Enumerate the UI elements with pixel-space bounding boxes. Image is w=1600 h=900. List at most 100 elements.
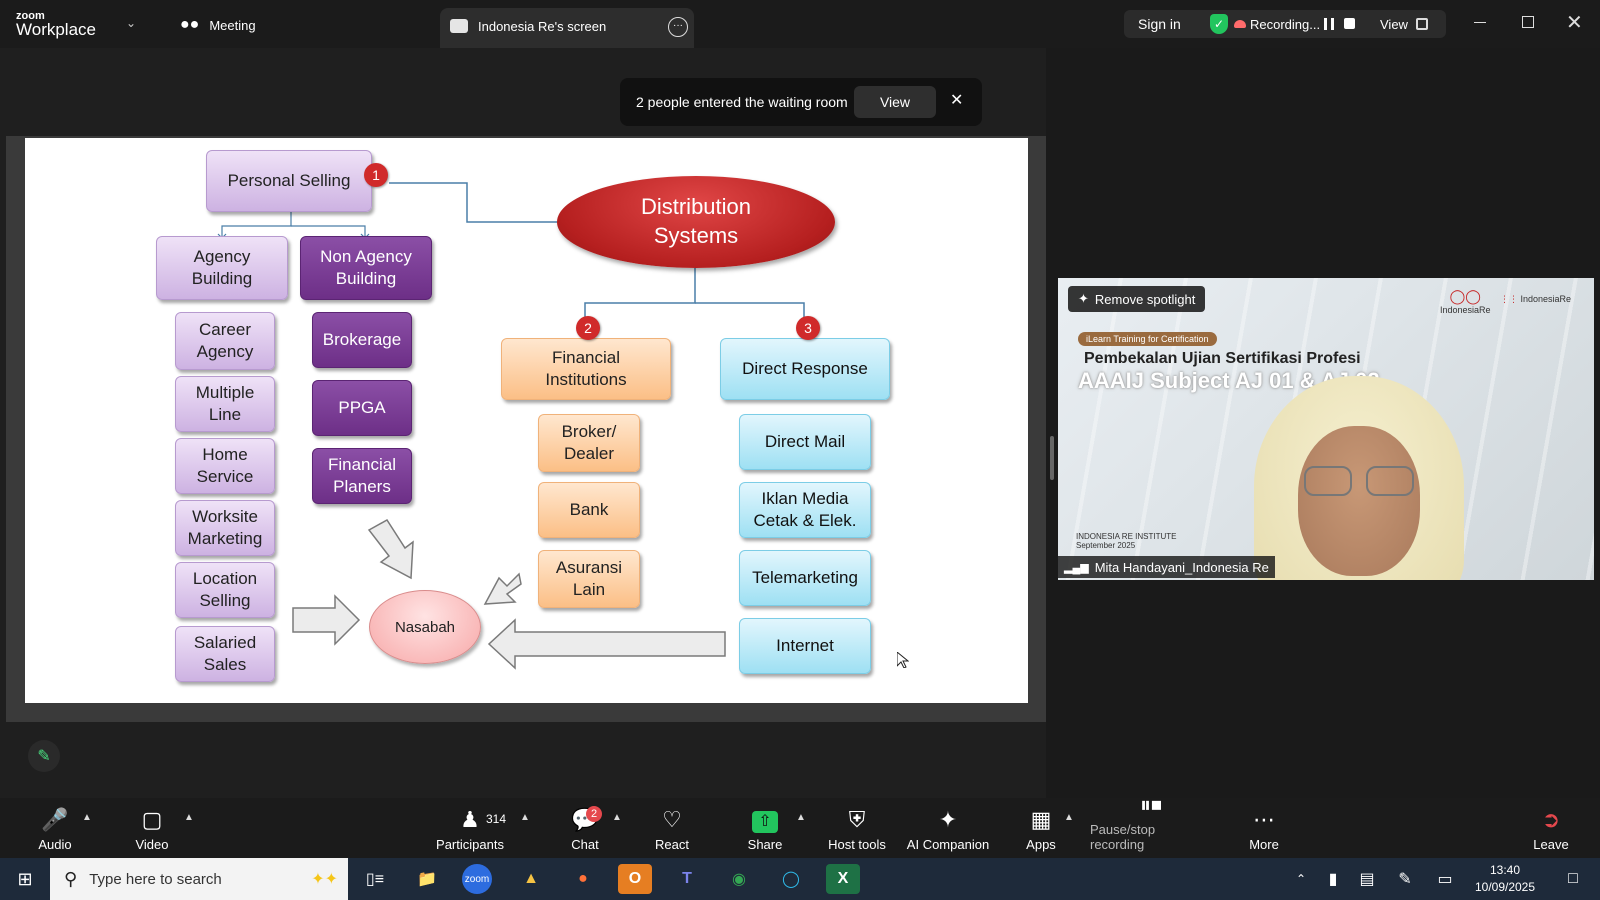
arrow-from-financial: [483, 572, 522, 605]
video-options-chevron-icon[interactable]: ▲: [184, 812, 194, 823]
financial-item-broker-dealer: Broker/ Dealer: [538, 414, 640, 472]
host-tools-button[interactable]: ⛨ Host tools: [826, 798, 888, 858]
task-view-icon[interactable]: ▯≡: [365, 871, 385, 888]
excel-icon[interactable]: X: [826, 864, 860, 894]
chat-options-chevron-icon[interactable]: ▲: [612, 812, 622, 823]
taskbar-search-box[interactable]: ⚲ Type here to search ✦✦: [50, 858, 348, 900]
outlook-icon[interactable]: O: [618, 864, 652, 894]
indonesia-re-logo-left: ◯◯ IndonesiaRe: [1440, 288, 1491, 315]
tray-chevron-icon[interactable]: ⌃: [1295, 872, 1307, 886]
arrow-right-to-nasabah: [292, 594, 361, 646]
ai-companion-label: AI Companion: [906, 837, 990, 852]
waiting-room-view-button[interactable]: View: [854, 86, 936, 118]
agency-item-career-agency: Career Agency: [175, 312, 275, 370]
participants-button[interactable]: ♟ Participants: [434, 798, 506, 858]
leave-label: Leave: [1533, 837, 1569, 852]
leave-door-icon: ➲: [1541, 807, 1561, 832]
video-tile-speaker[interactable]: ✦ Remove spotlight ◯◯ IndonesiaRe ⋮⋮ Ind…: [1058, 278, 1594, 580]
title-bar: zoom Workplace ⌄ ●● Meeting Indonesia Re…: [0, 0, 1600, 48]
tray-microphone-icon[interactable]: ▮: [1328, 871, 1338, 888]
agency-item-multiple-line: Multiple Line: [175, 376, 275, 432]
banner-title: Pembekalan Ujian Sertifikasi Profesi: [1084, 350, 1361, 367]
tray-pen-icon[interactable]: ✎: [1398, 871, 1412, 888]
restore-icon[interactable]: [1522, 16, 1534, 28]
nasabah-node: Nasabah: [369, 590, 481, 664]
shield-check-icon[interactable]: ✓: [1210, 14, 1228, 34]
view-menu-button[interactable]: View: [1380, 17, 1408, 32]
tray-display-icon[interactable]: ▤: [1359, 871, 1375, 888]
google-drive-icon[interactable]: ▲: [523, 870, 539, 887]
direct-item-telemarketing: Telemarketing: [739, 550, 871, 606]
search-placeholder: Type here to search: [89, 870, 222, 888]
speaker-glasses: [1304, 466, 1416, 500]
firefox-icon[interactable]: ●: [578, 870, 588, 887]
search-icon: ⚲: [64, 868, 78, 889]
react-label: React: [655, 837, 689, 852]
chrome-icon[interactable]: ◉: [732, 871, 746, 888]
brand-menu-chevron-icon[interactable]: ⌄: [126, 16, 137, 30]
direct-item-line: Iklan Media: [761, 488, 849, 508]
apps-label: Apps: [1026, 837, 1056, 852]
direct-response-label: Direct Response: [742, 358, 868, 378]
participant-name-tag: ▂▄▆ Mita Handayani_Indonesia Re: [1058, 556, 1275, 578]
video-button[interactable]: ▢ Video: [130, 798, 174, 858]
financial-item-bank: Bank: [538, 482, 640, 538]
logo-left-text: IndonesiaRe: [1440, 305, 1491, 315]
edge-icon[interactable]: ◯: [782, 871, 800, 888]
pause-recording-icon[interactable]: [1324, 18, 1334, 30]
sign-in-button[interactable]: Sign in: [1138, 16, 1181, 32]
direct-item-line: Cetak & Elek.: [753, 511, 857, 530]
apps-button[interactable]: ▦ Apps: [1024, 798, 1058, 858]
audio-button[interactable]: 🎤 Audio: [34, 798, 76, 858]
agency-item-line: Agency: [196, 342, 254, 361]
financial-institutions-box: Financial Institutions: [501, 338, 671, 400]
signal-strength-icon: ▂▄▆: [1064, 561, 1089, 574]
institute-badge: INDONESIA RE INSTITUTE September 2025: [1076, 532, 1176, 550]
tray-keyboard-icon[interactable]: ▭: [1437, 871, 1453, 888]
shared-slide: Personal Selling 1 Distribution Systems …: [25, 138, 1028, 703]
tab-meeting[interactable]: ●● Meeting: [180, 16, 256, 34]
share-options-chevron-icon[interactable]: ▲: [796, 812, 806, 823]
agency-item-line: Line: [208, 405, 242, 424]
more-button[interactable]: ⋯ More: [1246, 798, 1282, 858]
view-layout-icon[interactable]: [1416, 18, 1428, 30]
zoom-taskbar-icon[interactable]: zoom: [462, 864, 492, 894]
file-explorer-icon[interactable]: 📁: [417, 871, 437, 888]
tab-shared-screen[interactable]: Indonesia Re's screen ···: [440, 8, 694, 48]
badge-2: 2: [576, 316, 600, 340]
participants-label: Participants: [436, 837, 504, 852]
apps-options-chevron-icon[interactable]: ▲: [1064, 812, 1074, 823]
pause-stop-recording-button[interactable]: ⏸⏹ Pause/stop recording: [1090, 792, 1212, 858]
react-button[interactable]: ♡ React: [654, 798, 690, 858]
direct-item-iklan-media: Iklan Media Cetak & Elek.: [739, 482, 871, 538]
ai-companion-button[interactable]: ✦ AI Companion: [906, 798, 990, 858]
share-button[interactable]: ⇧ Share: [748, 798, 782, 858]
waiting-room-notification: 2 people entered the waiting room View ✕: [620, 78, 982, 126]
stop-recording-icon[interactable]: [1344, 18, 1355, 29]
participants-options-chevron-icon[interactable]: ▲: [520, 812, 530, 823]
close-window-icon[interactable]: ✕: [1566, 12, 1583, 34]
teams-icon[interactable]: T: [682, 870, 692, 887]
heart-icon: ♡: [662, 807, 682, 832]
participant-name: Mita Handayani_Indonesia Re: [1094, 559, 1269, 575]
tab-shared-screen-label: Indonesia Re's screen: [478, 19, 607, 34]
close-notification-icon[interactable]: ✕: [950, 92, 964, 109]
annotate-pen-icon[interactable]: ✎: [28, 740, 60, 772]
participants-icon: ♟: [460, 807, 480, 832]
brand-small: zoom: [16, 10, 45, 22]
search-highlight-icon: ✦✦: [311, 871, 338, 888]
arrow-left-from-internet: [487, 618, 726, 670]
institute-date: September 2025: [1076, 541, 1136, 550]
panel-resize-handle[interactable]: [1050, 436, 1054, 480]
clock[interactable]: 13:40 10/09/2025: [1470, 862, 1540, 896]
notifications-icon[interactable]: □: [1568, 870, 1578, 887]
audio-options-chevron-icon[interactable]: ▲: [82, 812, 92, 823]
remove-spotlight-button[interactable]: ✦ Remove spotlight: [1068, 286, 1206, 312]
leave-button[interactable]: ➲ Leave: [1532, 798, 1570, 858]
non-agency-item-line: Brokerage: [322, 329, 402, 349]
more-options-icon[interactable]: ···: [668, 17, 688, 37]
non-agency-item-line: PPGA: [338, 397, 386, 417]
minimize-icon[interactable]: [1474, 22, 1486, 23]
audio-label: Audio: [38, 837, 72, 852]
windows-start-icon[interactable]: ⊞: [17, 868, 33, 889]
